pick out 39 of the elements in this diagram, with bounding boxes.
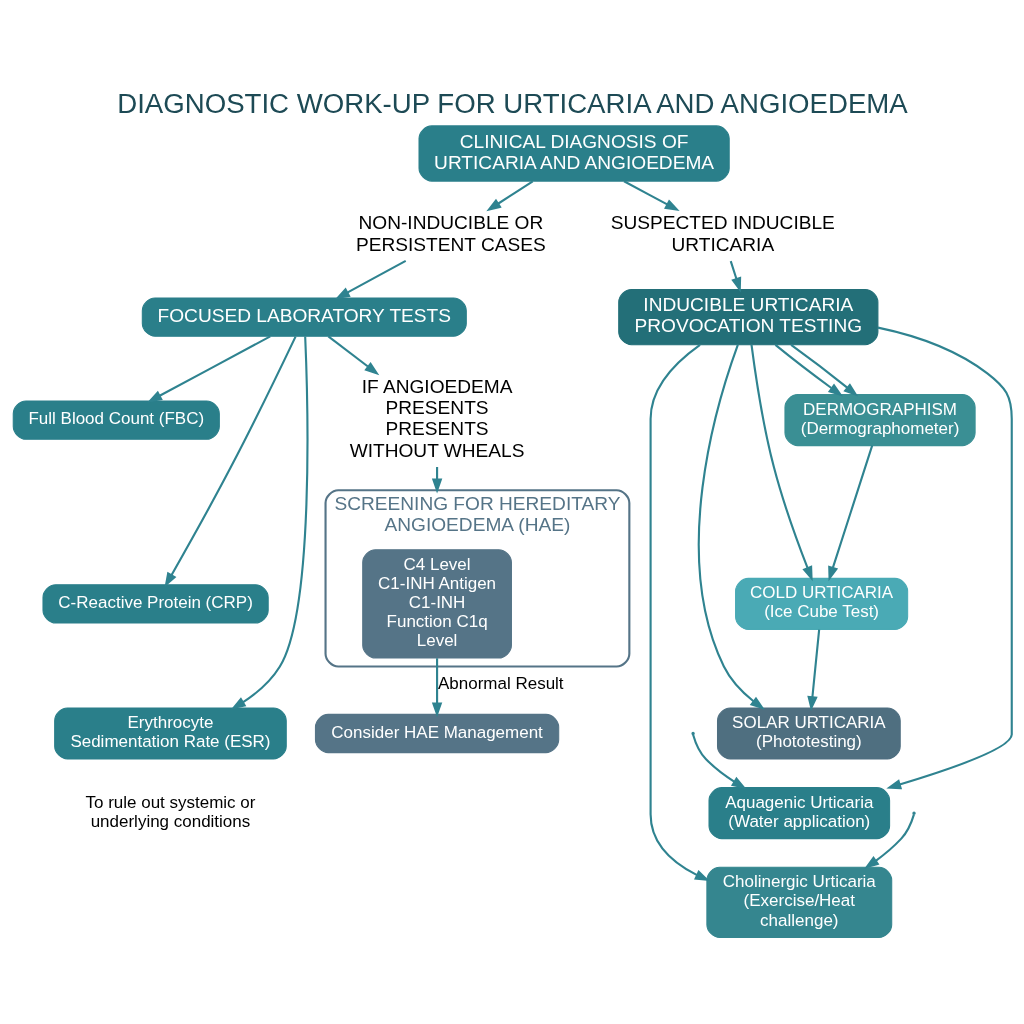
node-box: SOLAR URTICARIA (Phototesting): [716, 707, 901, 760]
node-box: Cholinergic Urticaria (Exercise/Heat challenge): [705, 866, 892, 938]
node-text: NON-INDUCIBLE OR PERSISTENT CASES: [355, 212, 546, 255]
diagram-title: DIAGNOSTIC WORK-UP FOR URTICARIA AND ANGIOEDEMA: [116, 87, 908, 119]
arrow: [334, 259, 406, 300]
node-box: CLINICAL DIAGNOSIS OF URTICARIA AND ANGIOEDEMA: [418, 125, 730, 182]
node-box: C-Reactive Protein (CRP): [41, 584, 269, 624]
arrow: [806, 629, 820, 712]
arrow: [485, 180, 533, 212]
node-text: SUSPECTED INDUCIBLE URTICARIA: [610, 212, 835, 255]
arrow: [623, 180, 680, 212]
arrow: [697, 344, 765, 710]
node-box: Consider HAE Management: [314, 713, 559, 754]
edge-label: Abnormal Result: [437, 673, 564, 693]
arrow: [827, 445, 873, 582]
node-box: COLD URTICARIA (Ice Cube Test): [734, 577, 908, 630]
arrow: [327, 335, 379, 376]
node-box: Aquagenic Urticaria (Water application): [708, 787, 890, 840]
arrow: [863, 814, 915, 869]
arrow: [790, 344, 858, 397]
node-box: Full Blood Count (FBC): [12, 400, 220, 440]
node-box: C4 Level C1-INH Antigen C1-INH Function C1q Level: [361, 549, 512, 659]
arrow: [774, 344, 843, 397]
arrow: [729, 260, 741, 293]
arrow: [691, 734, 746, 790]
arrow: [749, 344, 813, 582]
node-box: Erythrocyte Sedimentation Rate (ESR): [53, 707, 287, 760]
label: To rule out systemic or underlying conditions: [85, 792, 255, 831]
arrow: [164, 336, 296, 588]
node-box: INDUCIBLE URTICARIA PROVOCATION TESTING: [617, 288, 878, 346]
arrow: [431, 467, 442, 494]
node-text: IF ANGIOEDEMA PRESENTS PRESENTS WITHOUT WHEALS: [349, 375, 524, 461]
arrow: [649, 343, 710, 882]
node-box: FOCUSED LABORATORY TESTS: [141, 297, 467, 337]
arrow: [146, 335, 271, 403]
node-box: DERMOGRAPHISM (Dermographometer): [783, 394, 976, 447]
arrow: [230, 336, 308, 710]
arrow: [877, 326, 1013, 790]
arrow: [431, 658, 442, 718]
